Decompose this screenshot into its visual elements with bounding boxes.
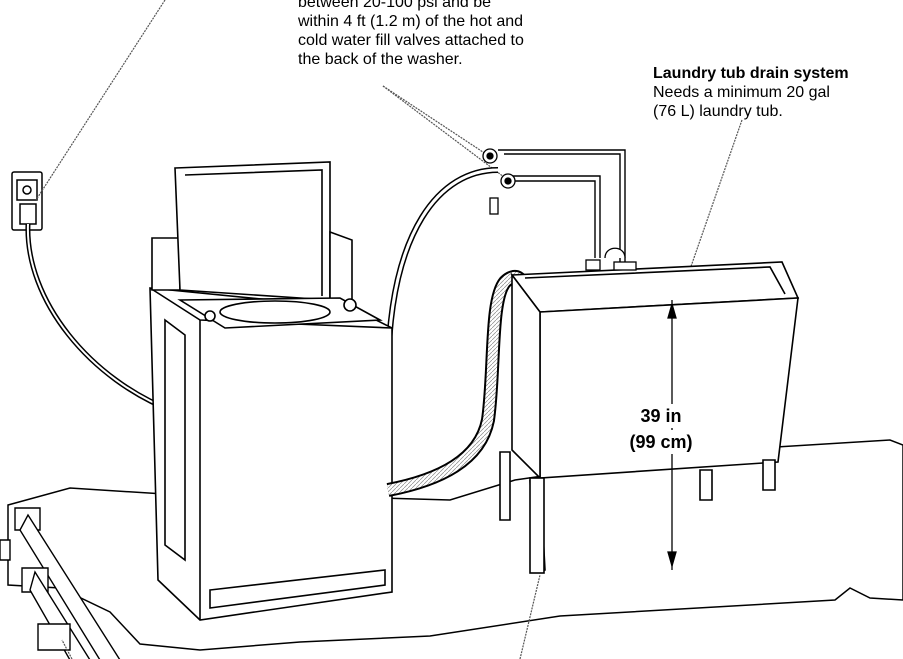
floor-joists [0,507,121,659]
laundry-tub-title: Laundry tub drain system [653,65,849,82]
water-callout-line-2: within 4 ft (1.2 m) of the hot and [298,13,524,30]
inlet-hose [385,167,499,371]
water-callout-line-4: the back of the washer. [298,51,463,68]
height-metric-label: (99 cm) [616,430,706,454]
power-outlet [11,171,43,231]
tub-callout-line-1: Needs a minimum 20 gal [653,84,830,101]
water-supply-callout: between 20-100 psi and be within 4 ft (1… [298,0,524,69]
water-callout-line-3: cold water fill valves attached to [298,32,524,49]
water-pipes [498,149,626,262]
water-callout-line-1: between 20-100 psi and be [298,0,492,11]
tub-faucet [585,247,637,271]
height-imperial-label: 39 in [616,404,706,428]
laundry-tub-callout: Laundry tub drain system Needs a minimum… [653,64,849,121]
washer [149,161,393,621]
laundry-tub [499,261,800,574]
water-valves [482,148,516,215]
tub-callout-line-2: (76 L) laundry tub. [653,103,783,120]
